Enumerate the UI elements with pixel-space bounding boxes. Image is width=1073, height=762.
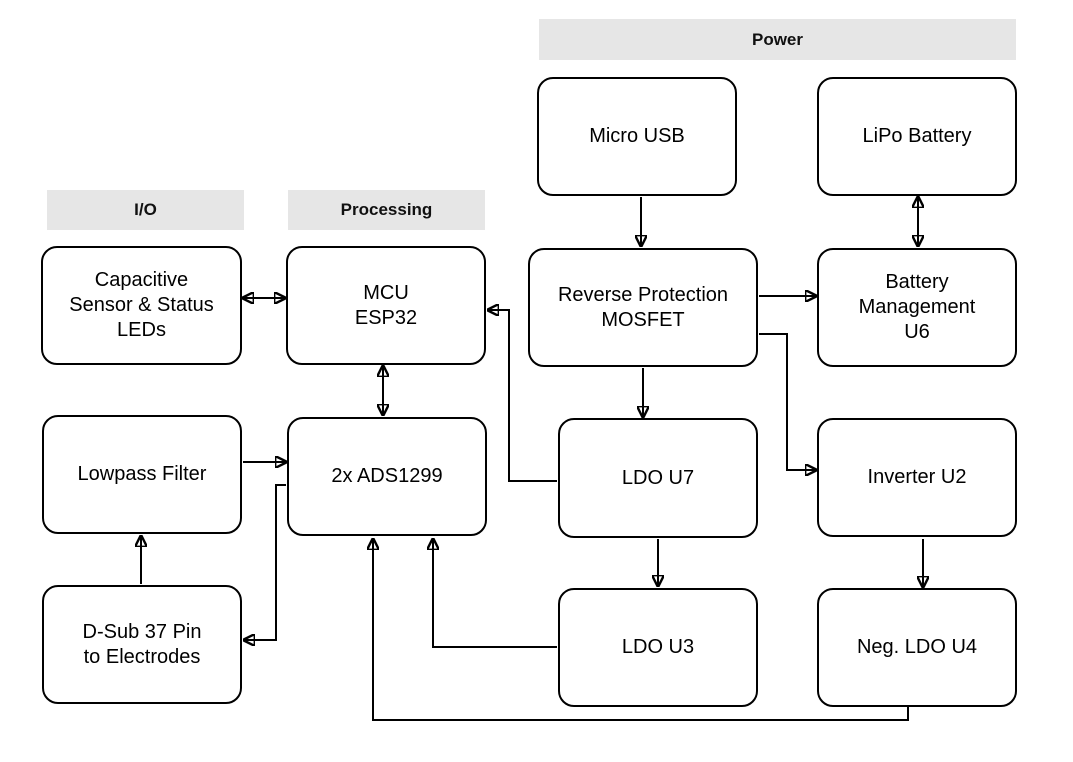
- battery-management-block: Battery Management U6: [817, 248, 1017, 367]
- micro-usb-label: Micro USB: [589, 125, 685, 147]
- micro-usb-block: Micro USB: [537, 77, 737, 196]
- dsub-connector-block: D-Sub 37 Pin to Electrodes: [42, 585, 242, 704]
- section-header-power: Power: [539, 19, 1016, 60]
- lipo-battery-label: LiPo Battery: [862, 125, 972, 147]
- wire-ldo-u3-ads: [433, 539, 557, 648]
- mcu-block: MCU ESP32: [286, 246, 486, 365]
- wire-ads-dsub: [244, 484, 286, 640]
- ldo-u3-label: LDO U3: [621, 636, 695, 658]
- lowpass-filter-block: Lowpass Filter: [42, 415, 242, 534]
- dsub-connector-label: D-Sub 37 Pin to Electrodes: [82, 620, 202, 668]
- capacitive-sensor-label: Capacitive Sensor & Status LEDs: [69, 269, 214, 341]
- neg-ldo-u4-label: Neg. LDO U4: [856, 636, 978, 658]
- wire-reverse-inverter: [759, 333, 816, 470]
- ldo-u7-label: LDO U7: [621, 466, 695, 489]
- reverse-protection-block: Reverse Protection MOSFET: [528, 248, 758, 367]
- wire-ldo-u7-mcu: [488, 310, 557, 482]
- ldo-u3-block: LDO U3: [558, 588, 758, 707]
- section-header-processing: Processing: [288, 190, 485, 230]
- reverse-protection-label: Reverse Protection MOSFET: [557, 283, 729, 331]
- capacitive-sensor-block: Capacitive Sensor & Status LEDs: [41, 246, 242, 365]
- inverter-u2-label: Inverter U2: [867, 466, 967, 488]
- section-header-io: I/O: [47, 190, 244, 230]
- inverter-u2-block: Inverter U2: [817, 418, 1017, 537]
- lowpass-filter-label: Lowpass Filter: [77, 463, 207, 485]
- battery-management-label: Battery Management U6: [858, 271, 976, 343]
- ads1299-label: 2x ADS1299: [331, 465, 443, 487]
- ads1299-block: 2x ADS1299: [287, 417, 487, 536]
- wire-neg-ldo-ads: [373, 539, 909, 721]
- neg-ldo-u4-block: Neg. LDO U4: [817, 588, 1017, 707]
- lipo-battery-block: LiPo Battery: [817, 77, 1017, 196]
- ldo-u7-block: LDO U7: [558, 418, 758, 538]
- mcu-label: MCU ESP32: [354, 281, 418, 329]
